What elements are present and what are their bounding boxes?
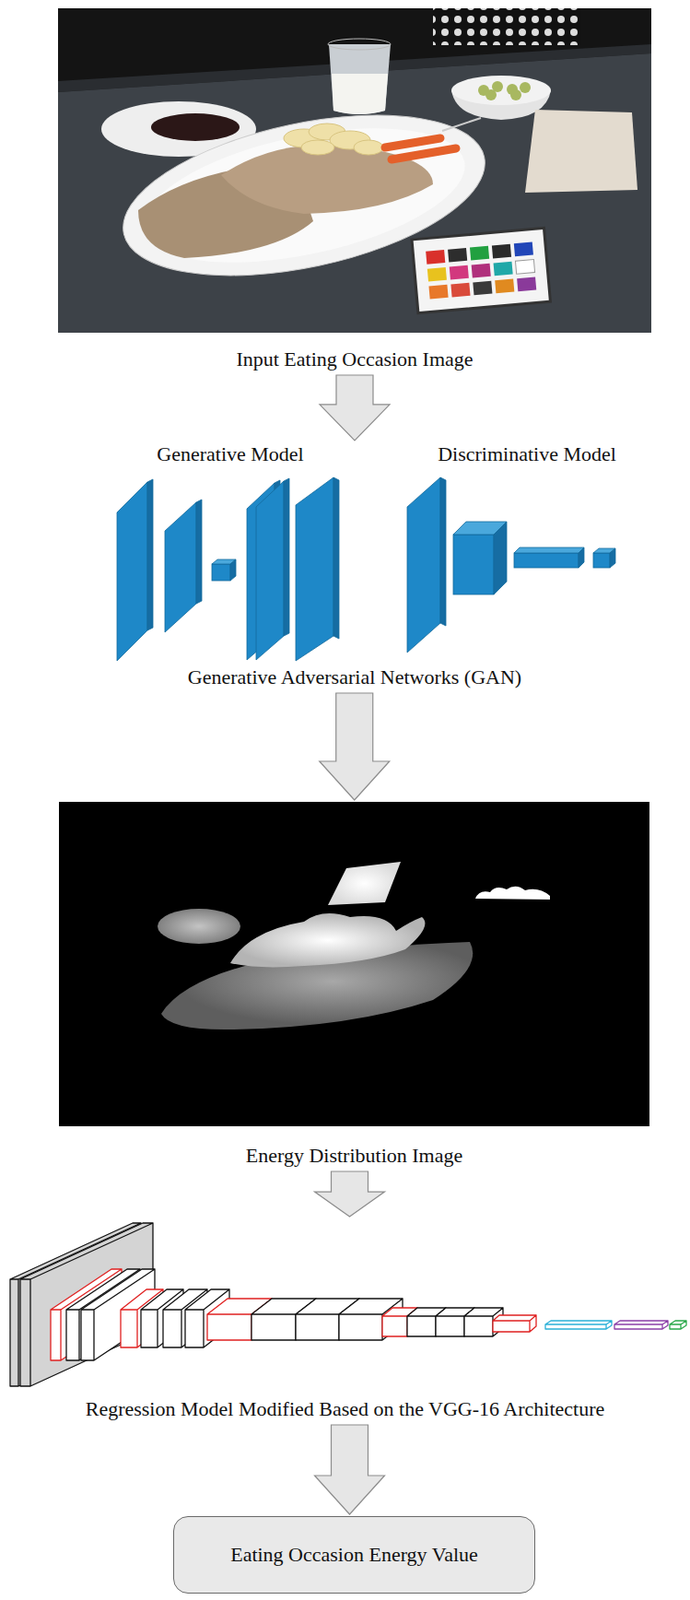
energy-map xyxy=(58,801,650,1126)
checker-patch xyxy=(427,267,447,282)
energy-panel: Energy Distribution Image xyxy=(58,801,650,1168)
model-label: Generative Model xyxy=(58,442,403,467)
grape xyxy=(510,89,522,101)
checker-patch xyxy=(493,261,514,277)
output-layer xyxy=(669,1320,687,1329)
glass-rim xyxy=(327,38,391,50)
fork xyxy=(442,117,481,131)
checker-patch xyxy=(425,249,445,265)
layer-cube xyxy=(593,552,610,568)
block-arrow xyxy=(315,1170,386,1217)
caption: Input Eating Occasion Image xyxy=(58,347,652,372)
layer-side xyxy=(283,478,290,636)
checker-patch xyxy=(491,244,512,259)
checker-patch xyxy=(447,247,468,263)
layer-side xyxy=(440,477,446,626)
layer-panel xyxy=(256,480,284,660)
layer-side xyxy=(230,559,236,581)
checker-patch xyxy=(514,242,534,258)
bowl-rim xyxy=(451,75,551,106)
layer-side xyxy=(493,521,507,595)
dense-layer xyxy=(614,1320,668,1329)
checker-patch xyxy=(450,282,470,298)
table-mat xyxy=(58,53,652,333)
energy-blob xyxy=(230,912,425,967)
checker-patch xyxy=(514,259,535,275)
checker-patch xyxy=(472,280,492,296)
layer-side xyxy=(578,547,585,568)
layer-side xyxy=(196,499,202,604)
caption: Regression Model Modified Based on the V… xyxy=(0,1396,690,1421)
block-arrow xyxy=(319,692,390,800)
block-arrow xyxy=(319,374,390,441)
layer-panel xyxy=(164,502,197,632)
label-row: Generative ModelDiscriminative Model xyxy=(58,442,652,467)
layer-side xyxy=(147,479,153,631)
caption: Energy Distribution Image xyxy=(58,1143,650,1168)
result-box: Eating Occasion Energy Value xyxy=(173,1515,536,1593)
glass xyxy=(328,44,391,115)
vgg-layers xyxy=(10,1222,687,1386)
grape xyxy=(485,89,497,101)
layer-panel xyxy=(116,481,148,661)
grape xyxy=(519,81,531,94)
checker-patch xyxy=(428,284,448,300)
layer-top xyxy=(514,547,585,553)
brownie xyxy=(151,113,240,141)
layer-side xyxy=(609,548,616,568)
layer-panel xyxy=(295,477,334,661)
cloth-dots xyxy=(432,8,581,46)
chips xyxy=(283,123,384,155)
energy-blob xyxy=(327,861,401,905)
chip xyxy=(301,140,335,155)
pool-layer xyxy=(492,1314,537,1332)
result-text: Eating Occasion Energy Value xyxy=(230,1542,479,1567)
gan-layers xyxy=(116,477,616,661)
checker-patch xyxy=(516,276,537,292)
napkin xyxy=(525,109,638,193)
carrot xyxy=(391,148,457,160)
layer-cube xyxy=(453,534,494,595)
energy-blob xyxy=(157,908,241,944)
carrots xyxy=(385,138,457,160)
layer-panel xyxy=(407,477,441,653)
energy-background xyxy=(58,801,650,1126)
milk xyxy=(331,73,388,115)
checker-patch xyxy=(494,279,515,294)
checker-patch xyxy=(469,245,490,261)
meal-photo xyxy=(58,8,652,333)
photo-panel: Input Eating Occasion Image xyxy=(58,8,652,372)
layer-side xyxy=(333,477,340,639)
color-checker xyxy=(411,227,550,313)
regression-panel: Regression Model Modified Based on the V… xyxy=(0,1217,690,1421)
energy-blob xyxy=(475,886,550,900)
checker-card xyxy=(411,227,550,313)
gan-panel: Generative ModelDiscriminative ModelGene… xyxy=(58,442,652,690)
layer-cube xyxy=(514,552,579,568)
carrot xyxy=(385,138,441,148)
dense-layer xyxy=(545,1320,612,1329)
dinner-plate xyxy=(108,86,500,305)
layer-cube xyxy=(211,563,231,581)
block-arrow xyxy=(315,1424,386,1514)
checker-patch xyxy=(471,263,492,279)
photo-background xyxy=(58,8,652,333)
model-label: Discriminative Model xyxy=(402,442,652,467)
caption: Generative Adversarial Networks (GAN) xyxy=(58,665,652,690)
checker-patch xyxy=(449,265,469,281)
cloth xyxy=(432,8,581,46)
chip xyxy=(353,140,384,155)
grapes xyxy=(478,81,531,101)
